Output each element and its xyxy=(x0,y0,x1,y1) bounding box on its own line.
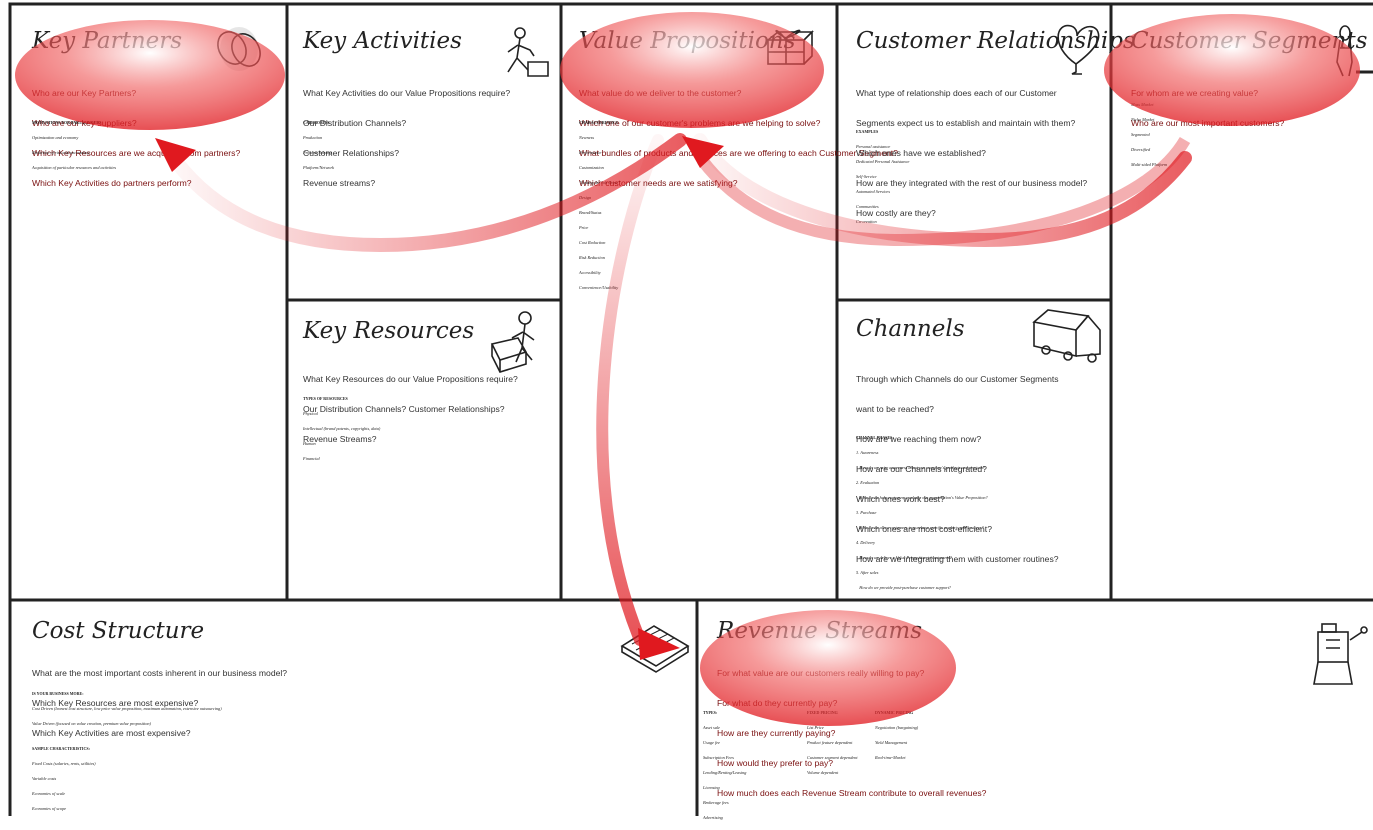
key-partners-title: Key Partners xyxy=(32,28,183,54)
customer-segments-notes: Mass Market Niche Market Segmented Diver… xyxy=(1131,102,1168,167)
revenue-streams-block: Revenue Streams For what value are our c… xyxy=(699,602,1373,820)
revenue-streams-fixed-pricing: FIXED PRICING List Price Product feature… xyxy=(807,710,858,775)
channels-questions: Through which Channels do our Customer S… xyxy=(856,374,1059,564)
customer-relationships-block: Customer Relationships What type of rela… xyxy=(839,6,1135,298)
channels-notes: CHANNEL PHASES: 1. Awareness How do we r… xyxy=(856,435,988,590)
revenue-streams-title: Revenue Streams xyxy=(717,618,923,644)
key-activities-notes: CATEGORIES Production Problem Solving Pl… xyxy=(303,120,335,170)
channels-title: Channels xyxy=(856,316,965,342)
customer-relationships-title: Customer Relationships xyxy=(856,28,1135,54)
key-resources-title: Key Resources xyxy=(303,318,475,344)
cost-structure-notes: IS YOUR BUSINESS MORE: Cost Driven (lean… xyxy=(32,691,222,811)
customer-relationships-notes: EXAMPLES Personal assistance Dedicated P… xyxy=(856,129,910,224)
key-resources-questions: What Key Resources do our Value Proposit… xyxy=(303,374,518,444)
key-resources-block: Key Resources What Key Resources do our … xyxy=(289,302,559,598)
key-partners-block: Key Partners Who are our Key Partners? W… xyxy=(12,6,285,598)
cost-structure-block: Cost Structure What are the most importa… xyxy=(12,602,695,816)
key-resources-notes: TYPES OF RESOURCES Physical Intellectual… xyxy=(303,396,381,461)
key-partners-notes: MOTIVATIONS FOR PARTNERSHIPS Optimizatio… xyxy=(32,120,117,170)
channels-block: Channels Through which Channels do our C… xyxy=(839,302,1109,598)
key-activities-block: Key Activities What Key Activities do ou… xyxy=(289,6,559,298)
value-propositions-title: Value Propositions xyxy=(579,28,796,54)
cost-structure-questions: What are the most important costs inhere… xyxy=(32,668,288,738)
revenue-streams-types: TYPES: Asset sale Usage fee Subscription… xyxy=(703,710,747,820)
revenue-streams-dynamic-pricing: DYNAMIC PRICING Negotiation (bargaining)… xyxy=(875,710,919,760)
key-activities-questions: What Key Activities do our Value Proposi… xyxy=(303,88,511,188)
customer-segments-title: Customer Segments xyxy=(1131,28,1368,54)
customer-segments-block: Customer Segments For whom are we creati… xyxy=(1113,6,1373,598)
value-propositions-notes: CHARACTERISTICS Newness Performance Cust… xyxy=(579,120,620,290)
value-propositions-block: Value Propositions What value do we deli… xyxy=(563,6,898,598)
key-activities-title: Key Activities xyxy=(303,28,462,54)
cost-structure-title: Cost Structure xyxy=(32,618,205,644)
